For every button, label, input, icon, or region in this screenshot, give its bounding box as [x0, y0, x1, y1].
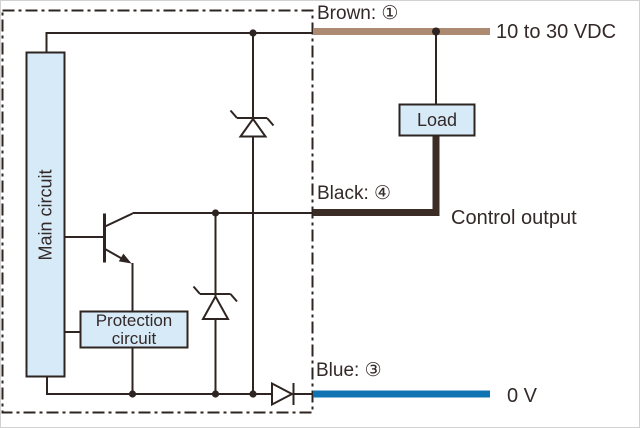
zener1-cathode-bar	[229, 109, 275, 127]
zener2-cathode-bar	[192, 285, 238, 303]
zener1-diode-icon	[238, 117, 268, 138]
protection-circuit-label-line1: Protection	[95, 310, 173, 330]
zero-volt-label: 0 V	[507, 385, 538, 407]
protection-circuit-box	[79, 310, 189, 349]
transistor-emitter-arrow	[118, 253, 132, 264]
brown-wire-label: Brown: ①	[317, 3, 399, 24]
main-circuit-label: Main circuit	[35, 168, 55, 261]
junction-dot	[211, 390, 220, 398]
sensor-boundary-dashed-box	[1, 9, 314, 414]
supply-rail-wire	[45, 32, 313, 53]
black-wire-label: Black: ④	[317, 183, 392, 204]
junction-dot	[128, 390, 137, 398]
supply-terminal-label: 10 to 30 VDC	[496, 21, 617, 43]
protection-circuit-label-line2: circuit	[111, 328, 157, 348]
transistor-collector	[104, 212, 133, 228]
junction-dot	[211, 209, 220, 217]
zero-volt-rail-wire	[46, 376, 313, 395]
blue-wire-label: Blue: ③	[316, 360, 382, 381]
reverse-protection-diode-icon	[271, 381, 295, 407]
junction-dot	[249, 29, 257, 37]
zener2-diode-icon	[201, 294, 230, 320]
junction-dot	[432, 27, 440, 36]
protection-circuit-label: Protection circuit	[80, 311, 188, 348]
black-output-wire	[313, 135, 440, 216]
junction-dot	[249, 390, 257, 398]
load-label: Load	[416, 109, 458, 130]
control-output-label: Control output	[451, 207, 577, 229]
load-box	[398, 103, 476, 137]
